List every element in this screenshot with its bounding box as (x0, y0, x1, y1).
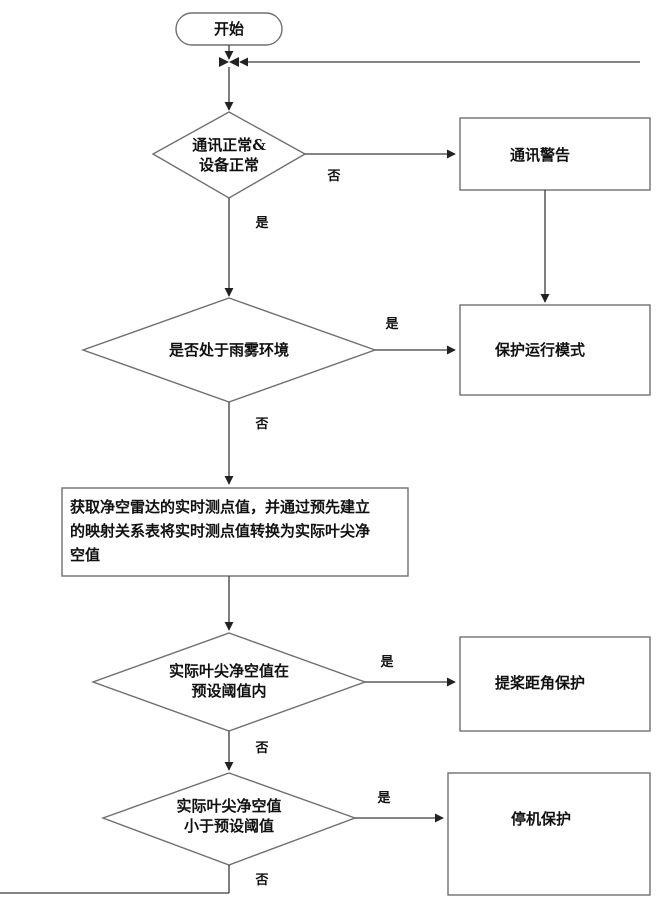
label-yes-3: 是 (379, 655, 394, 670)
label-no-2: 否 (254, 417, 268, 432)
decision-clearance-in-range-line1: 实际叶尖净空值在 (169, 662, 289, 680)
decision-comm-normal (153, 112, 305, 198)
process-line3: 空值 (70, 546, 100, 564)
process-line1: 获取净空雷达的实时测点值，并通过预先建立 (70, 498, 370, 516)
label-yes-2: 是 (384, 317, 399, 332)
label-no-1: 否 (326, 169, 340, 184)
decision-clearance-below-threshold-line1: 实际叶尖净空值 (176, 797, 281, 815)
label-no-4: 否 (254, 873, 268, 888)
box-pitch-protect-text: 提桨距角保护 (495, 674, 585, 692)
box-stop-protect-text: 停机保护 (511, 810, 571, 828)
decision-comm-normal-line1: 通讯正常& (192, 136, 266, 154)
box-stop-protect (448, 773, 650, 895)
decision-clearance-below-threshold-line2: 小于预设阈值 (184, 817, 274, 835)
decision-rain-fog-text: 是否处于雨雾环境 (168, 341, 289, 359)
label-no-3: 否 (254, 741, 268, 756)
decision-comm-normal-line2: 设备正常 (199, 156, 259, 174)
box-protect-mode-text: 保护运行模式 (494, 341, 585, 359)
label-yes-1: 是 (254, 216, 269, 231)
label-yes-4: 是 (376, 791, 391, 806)
box-comm-alarm-text: 通讯警告 (510, 146, 570, 164)
process-line2: 的映射关系表将实时测点值转换为实际叶尖净 (70, 522, 370, 540)
decision-clearance-in-range-line2: 预设阈值内 (191, 682, 266, 700)
start-label: 开始 (214, 20, 244, 38)
